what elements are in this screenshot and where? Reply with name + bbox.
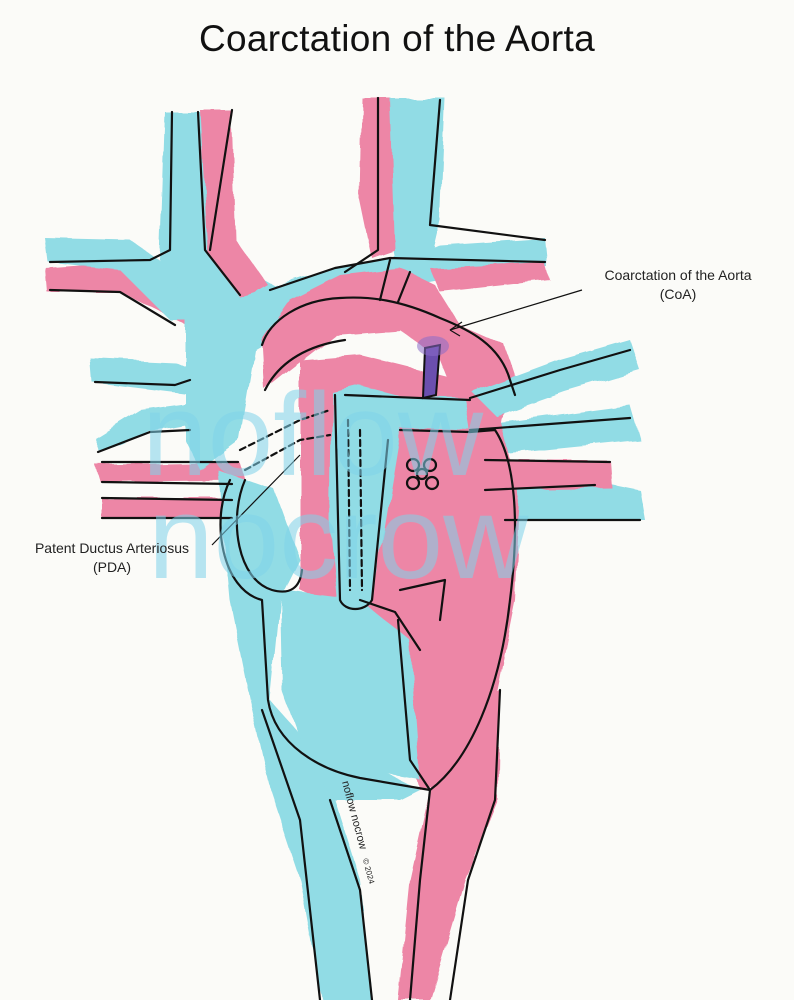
coa-leader <box>449 289 583 331</box>
top-pink-branch <box>430 262 550 292</box>
watermark-line2: nocrow <box>148 472 529 604</box>
coa-label-line2: (CoA) <box>659 286 697 302</box>
ivc-right <box>328 798 374 1000</box>
left-lower-cyan-vessel <box>95 402 205 452</box>
heart-inner-outline <box>235 478 304 593</box>
leader-lines <box>211 289 583 546</box>
arch-outline <box>260 296 517 397</box>
left-pulm-outline <box>100 460 240 520</box>
left-middle-cyan-vessel <box>90 358 205 395</box>
inferior-vena-cava <box>250 700 372 1000</box>
desc-aorta-right <box>448 688 502 1000</box>
septum-outline <box>396 618 432 792</box>
pda-label: Patent Ductus Arteriosus (PDA) <box>14 539 210 577</box>
right-ventricle-wash <box>280 590 420 780</box>
desc-aorta-left <box>408 788 432 1000</box>
right-upper-cyan-vessel <box>380 98 445 262</box>
top-branch-outline <box>428 98 547 242</box>
right-vein-outline3 <box>483 458 612 464</box>
coa-leader-head <box>449 321 463 337</box>
arch-inner-outline <box>263 338 347 392</box>
watermark-line1: noflow <box>142 369 484 501</box>
watermark: noflow nocrow <box>142 369 529 604</box>
arch-inner-2 <box>396 270 412 304</box>
pv-circle-5 <box>415 467 429 481</box>
right-middle-pulmonary-cyan <box>480 405 640 455</box>
heart-outer-outline <box>219 428 517 792</box>
coarctation-site <box>417 336 449 400</box>
right-vein-outline2 <box>468 416 632 432</box>
carotid-pink <box>200 110 268 300</box>
copyright-text: © 2024 <box>361 857 377 885</box>
pulmonary-trunk-outline <box>333 393 390 611</box>
pv-circle-2 <box>422 457 438 473</box>
pda-leader <box>211 454 301 546</box>
coa-label: Coarctation of the Aorta (CoA) <box>576 266 780 304</box>
left-upper-cyan-vessel <box>45 238 210 320</box>
pda-label-line2: (PDA) <box>92 559 132 575</box>
coa-label-line1: Coarctation of the Aorta <box>604 267 752 283</box>
svc-outline-right <box>196 110 242 297</box>
valve-left <box>358 598 422 652</box>
pv-circle-1 <box>405 457 421 473</box>
pv-circle-4 <box>424 475 440 491</box>
superior-vena-cava <box>160 112 300 470</box>
svc-outline-left <box>48 110 174 264</box>
left-mid-outline <box>93 378 192 387</box>
left-low-outline <box>96 428 192 454</box>
pda-dashed <box>238 408 332 472</box>
ivc-left <box>260 708 322 1000</box>
top-branch-lower <box>268 256 547 292</box>
right-lower-pulmonary-cyan <box>500 480 645 520</box>
pulmonary-trunk-band <box>350 395 470 430</box>
svc-inner <box>208 108 234 252</box>
right-vein-outline <box>468 348 632 400</box>
arch-inner-1 <box>378 258 392 302</box>
valve-right <box>398 578 447 622</box>
trunk-dashed <box>346 418 364 592</box>
right-vein-outline4 <box>483 483 642 522</box>
descending-aorta <box>398 690 500 1000</box>
right-heart-wash <box>218 470 420 800</box>
left-pulmonary-pink <box>95 462 245 482</box>
ink-outlines <box>48 96 642 1000</box>
pda-label-line1: Patent Ductus Arteriosus <box>34 540 190 556</box>
left-branch-outline <box>48 288 177 327</box>
top-cyan-branch <box>230 238 548 300</box>
pulmonary-band-outline <box>343 393 472 434</box>
diagram-title: Coarctation of the Aorta <box>199 18 595 59</box>
left-pulmonary-pink-lower <box>102 498 232 518</box>
pv-circle-3 <box>405 475 421 491</box>
